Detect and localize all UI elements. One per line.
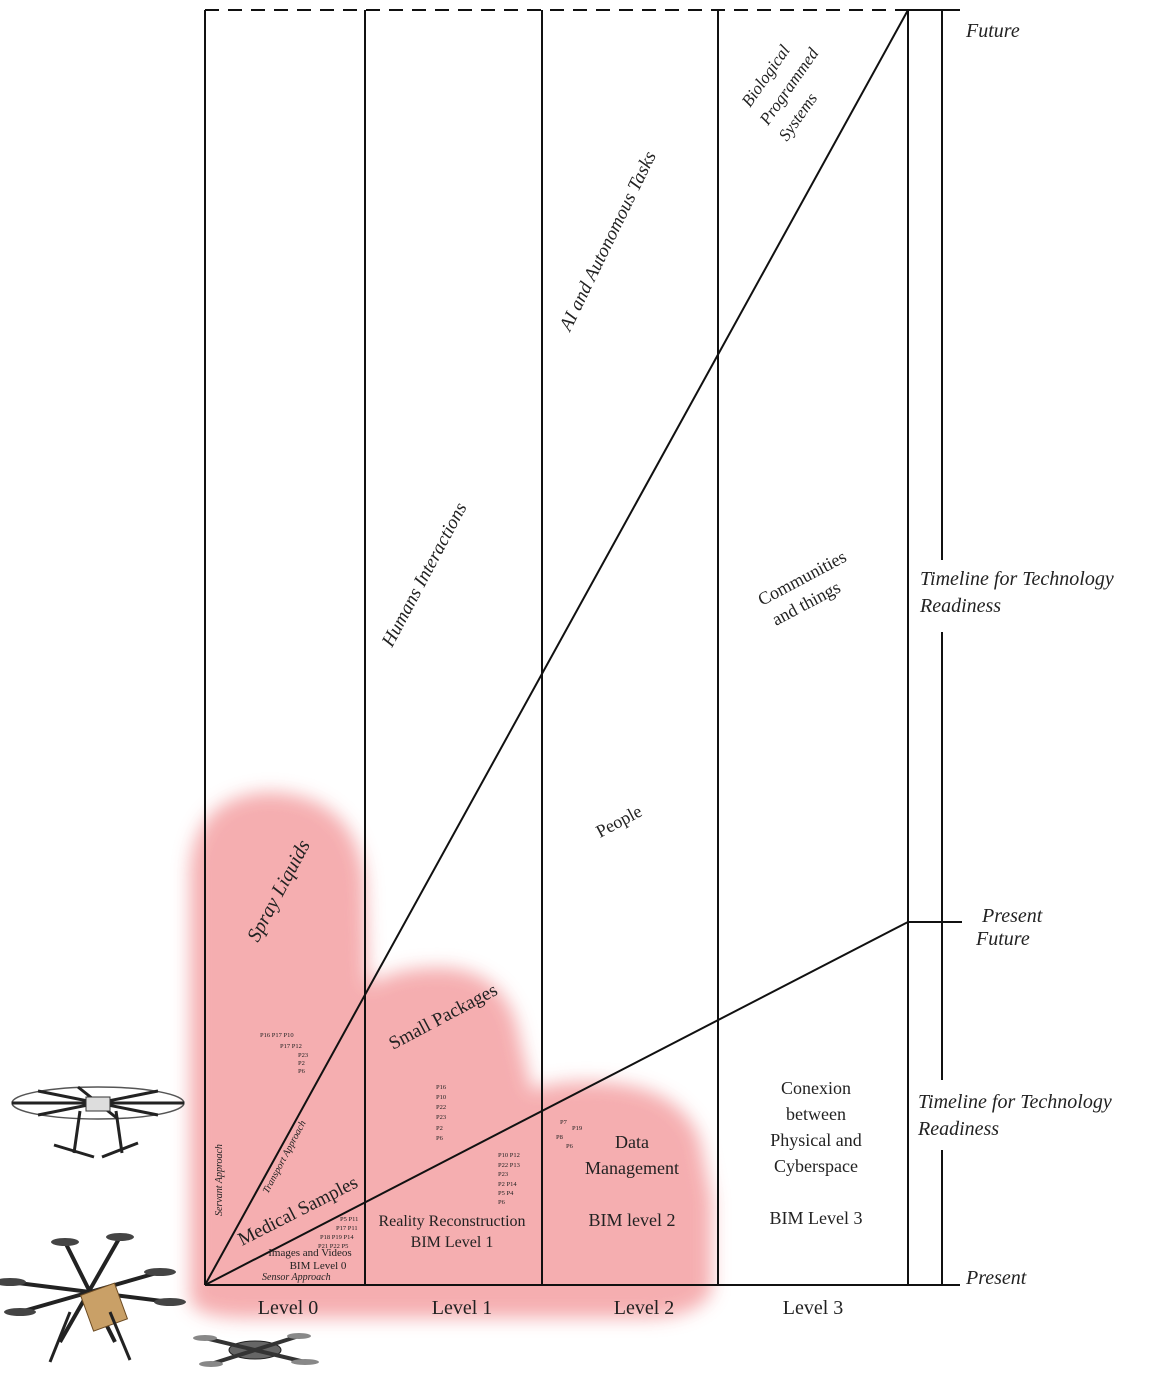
bim3-label: BIM Level 3 [770, 1208, 863, 1228]
ref-l1-5: P6 [498, 1199, 506, 1206]
conexion-line2: between [786, 1104, 846, 1124]
bim1-label: BIM Level 1 [411, 1234, 494, 1251]
drone-arm [58, 1236, 122, 1343]
data-management-line1: Data [615, 1132, 649, 1152]
timeline-lower-line1: Timeline for Technology [918, 1091, 1112, 1113]
conexion-line4: Cyberspace [774, 1156, 858, 1176]
ref-spray-1: P17 P12 [280, 1043, 302, 1050]
level-1-label: Level 1 [432, 1297, 493, 1319]
future-diagonal [204, 9, 909, 1286]
lower-region-labels: Images and Videos BIM Level 0 Reality Re… [268, 1078, 862, 1272]
ref-pkg-5: P6 [436, 1135, 444, 1142]
ref-l1-3: P2 P14 [498, 1181, 517, 1188]
drone-leg [108, 1311, 132, 1361]
drone-rotor [154, 1298, 186, 1306]
paper-references: P16 P17 P10 P17 P12 P23 P2 P6 P16 P10 P2… [260, 1032, 582, 1250]
drone-arm [210, 1334, 300, 1366]
upper-region-labels: Humans Interactions AI and Autonomous Ta… [377, 41, 822, 651]
level-3-label: Level 3 [783, 1297, 844, 1319]
ref-pkg-1: P10 [436, 1094, 446, 1101]
images-videos-label: Images and Videos [268, 1247, 351, 1259]
timeline-labels: Future Present Future Present Timeline f… [917, 20, 1114, 1289]
timeline-upper-line2: Readiness [919, 595, 1001, 617]
ref-l0-2: P18 P19 P14 [320, 1234, 354, 1241]
bim2-label: BIM level 2 [589, 1210, 676, 1230]
timeline-lower-line2: Readiness [917, 1118, 999, 1140]
highlight-shape [190, 792, 712, 1318]
ref-spray-0: P16 P17 P10 [260, 1032, 294, 1039]
ref-pkg-4: P2 [436, 1125, 443, 1132]
ref-l2-1: P19 [572, 1125, 582, 1132]
drone-rotor [51, 1238, 79, 1246]
present-future-diagonal [204, 921, 909, 1286]
level-2-label: Level 2 [614, 1297, 675, 1319]
ref-l1-0: P10 P12 [498, 1152, 520, 1159]
drone-skid [53, 1143, 95, 1159]
label-future: Future [965, 20, 1020, 42]
highlight-region [190, 792, 712, 1318]
timeline-upper-line1: Timeline for Technology [920, 568, 1114, 590]
drone-payload-box [79, 1282, 129, 1332]
ref-l2-2: P8 [556, 1134, 563, 1141]
octocopter-drone-icon [11, 1085, 185, 1159]
conexion-line1: Conexion [781, 1078, 851, 1098]
drone-leg [48, 1311, 72, 1363]
label-present-future-top: Present [981, 905, 1043, 927]
ai-autonomous-label: AI and Autonomous Tasks [555, 148, 661, 336]
humans-interactions-label: Humans Interactions [377, 499, 471, 651]
ref-l1-2: P23 [498, 1171, 508, 1178]
ref-pkg-3: P23 [436, 1114, 446, 1121]
level-labels: Level 0 Level 1 Level 2 Level 3 [258, 1297, 844, 1319]
conexion-line3: Physical and [770, 1130, 862, 1150]
level-0-label: Level 0 [258, 1297, 319, 1319]
drone-leg [114, 1110, 124, 1154]
drone-rotor [144, 1268, 176, 1276]
drone-rotor [0, 1278, 26, 1286]
ref-pkg-2: P22 [436, 1104, 446, 1111]
ref-spray-2: P23 [298, 1052, 308, 1059]
upper-region-upright-labels: Communities and things People [592, 546, 849, 841]
bim0-label: BIM Level 0 [290, 1260, 347, 1272]
drone-skid [101, 1141, 139, 1159]
drone-rotor [193, 1335, 217, 1341]
ref-l0-0: P5 P11 [340, 1216, 358, 1223]
data-management-line2: Management [585, 1158, 679, 1178]
drone-rotor [4, 1308, 36, 1316]
servant-approach-label: Servant Approach [214, 1144, 225, 1216]
ref-spray-3: P2 [298, 1060, 305, 1067]
grid-lines [204, 9, 962, 1286]
people-label: People [592, 801, 645, 842]
sensor-approach-label: Sensor Approach [262, 1272, 331, 1283]
ref-l2-3: P6 [566, 1143, 574, 1150]
label-present: Present [965, 1267, 1027, 1289]
hexacopter-drone-icon [0, 1233, 186, 1363]
drone-body [85, 1096, 111, 1112]
drone-rotor [199, 1361, 223, 1367]
ref-l1-1: P22 P13 [498, 1162, 520, 1169]
drone-rotor [106, 1233, 134, 1241]
ref-l1-4: P5 P4 [498, 1190, 514, 1197]
ref-l0-3: P21 P22 P5 [318, 1243, 348, 1250]
ref-l0-1: P17 P11 [336, 1225, 358, 1232]
ref-pkg-0: P16 [436, 1084, 447, 1091]
reality-reconstruction-label: Reality Reconstruction [378, 1213, 525, 1230]
label-present-future-bottom: Future [975, 928, 1030, 950]
drone-rotor [291, 1359, 319, 1365]
ref-spray-4: P6 [298, 1068, 306, 1075]
quadcopter-drone-icon [193, 1333, 319, 1367]
ref-l2-0: P7 [560, 1119, 568, 1126]
drone-leg [72, 1110, 82, 1154]
drone-rotor [287, 1333, 311, 1339]
